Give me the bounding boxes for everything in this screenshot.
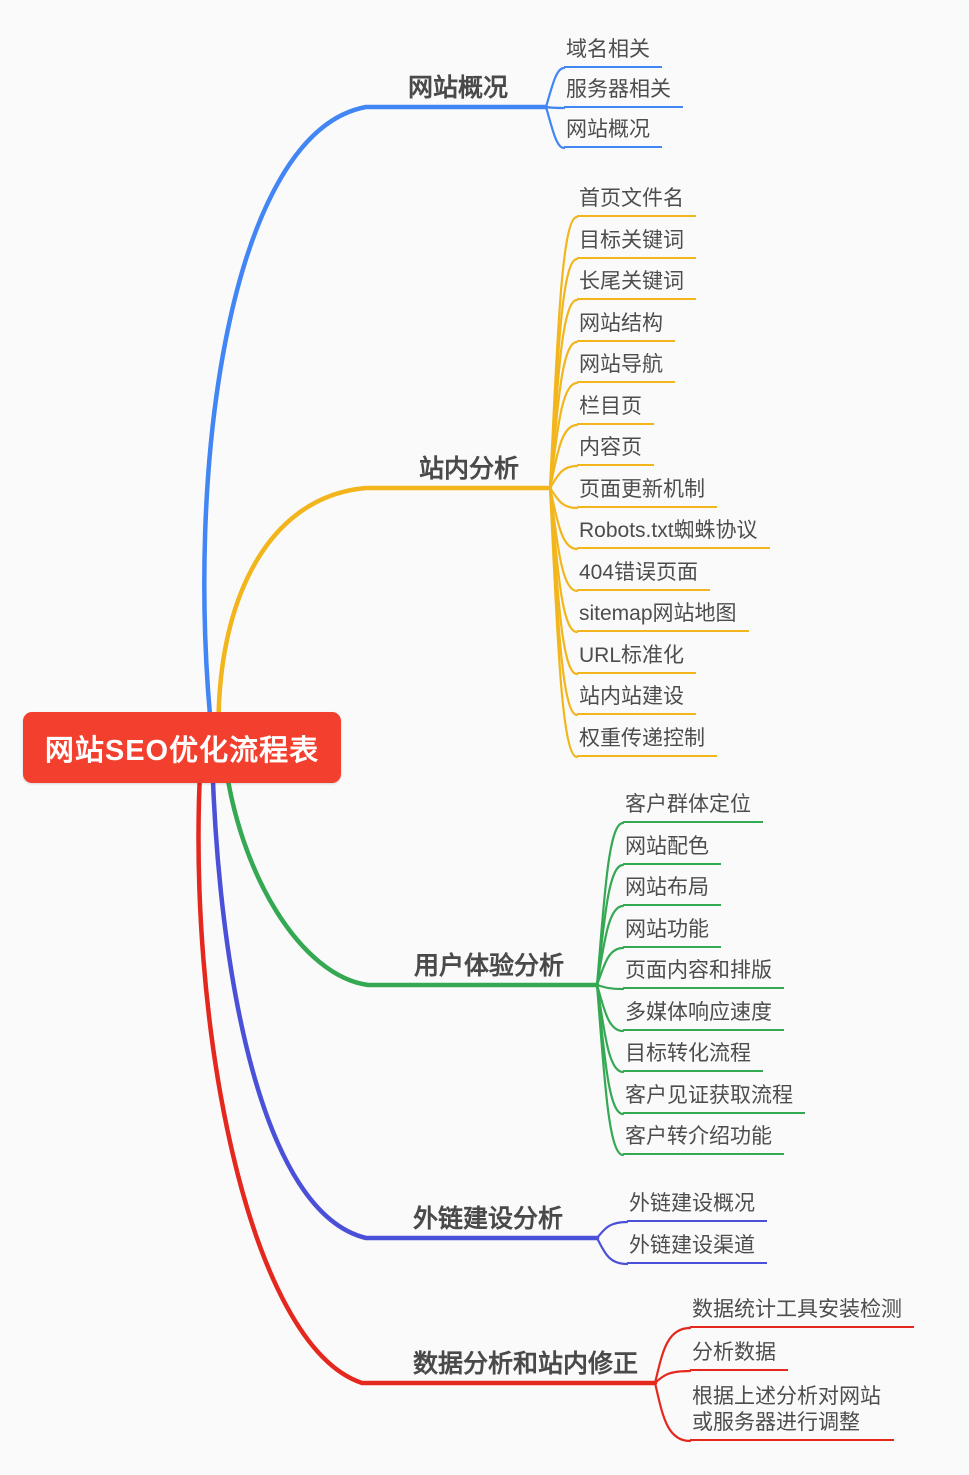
node-customer-positioning: 客户群体定位 [623,792,763,823]
root-node: 网站SEO优化流程表 [23,712,341,783]
child-connectors-ux-analysis [595,821,625,1157]
node-site-features: 网站功能 [623,917,721,948]
node-server-related: 服务器相关 [564,77,683,108]
node-url-standardization: URL标准化 [577,643,697,674]
branch-label-onsite-analysis: 站内分析 [419,455,520,483]
node-adjust-site-or-server: 根据上述分析对网站或服务器进行调整 [690,1384,894,1441]
node-site-navigation: 网站导航 [577,352,675,383]
branch-label-ux-analysis: 用户体验分析 [414,952,565,980]
node-page-content-typesetting: 页面内容和排版 [623,958,784,989]
node-testimonial-acquisition-flow: 客户见证获取流程 [623,1083,805,1114]
node-site-layout: 网站布局 [623,875,721,906]
branch-curve-backlink-analysis [209,750,600,1241]
branch-curve-site-overview [202,104,549,749]
child-connectors-onsite-analysis [548,215,579,759]
child-connectors-site-overview [544,66,566,150]
node-goal-conversion-flow: 目标转化流程 [623,1041,763,1072]
node-content-page: 内容页 [577,435,654,466]
node-customer-referral-feature: 客户转介绍功能 [623,1124,784,1155]
node-backlink-overview: 外链建设概况 [627,1191,767,1222]
branch-label-backlink-analysis: 外链建设分析 [413,1205,564,1233]
branch-curve-onsite-analysis [216,485,553,750]
branch-curve-ux-analysis [221,750,600,988]
node-site-overview: 网站概况 [564,117,662,148]
node-robots-txt: Robots.txt蜘蛛协议 [577,518,770,549]
node-site-in-site: 站内站建设 [577,684,696,715]
node-domain-related: 域名相关 [564,37,662,68]
node-page-update-mechanism: 页面更新机制 [577,477,717,508]
branch-label-site-overview: 网站概况 [408,74,509,102]
node-weight-transfer-control: 权重传递控制 [577,726,717,757]
root-node-label: 网站SEO优化流程表 [44,734,320,767]
node-multimedia-response-speed: 多媒体响应速度 [623,1000,784,1031]
node-404-error-page: 404错误页面 [577,560,711,591]
child-connectors-backlink-analysis [595,1220,629,1266]
node-analyze-data: 分析数据 [690,1340,788,1371]
branch-curve-data-analysis [196,750,658,1386]
child-connectors-data-analysis [653,1326,692,1443]
node-longtail-keywords: 长尾关键词 [577,269,696,300]
node-homepage-filename: 首页文件名 [577,186,696,217]
node-backlink-channels: 外链建设渠道 [627,1233,767,1264]
branch-label-data-analysis: 数据分析和站内修正 [413,1350,639,1378]
node-sitemap: sitemap网站地图 [577,601,749,632]
node-target-keywords: 目标关键词 [577,228,696,259]
node-category-page: 栏目页 [577,394,654,425]
node-site-structure: 网站结构 [577,311,675,342]
node-site-colors: 网站配色 [623,834,721,865]
node-analytics-tool-install-check: 数据统计工具安装检测 [690,1297,914,1328]
